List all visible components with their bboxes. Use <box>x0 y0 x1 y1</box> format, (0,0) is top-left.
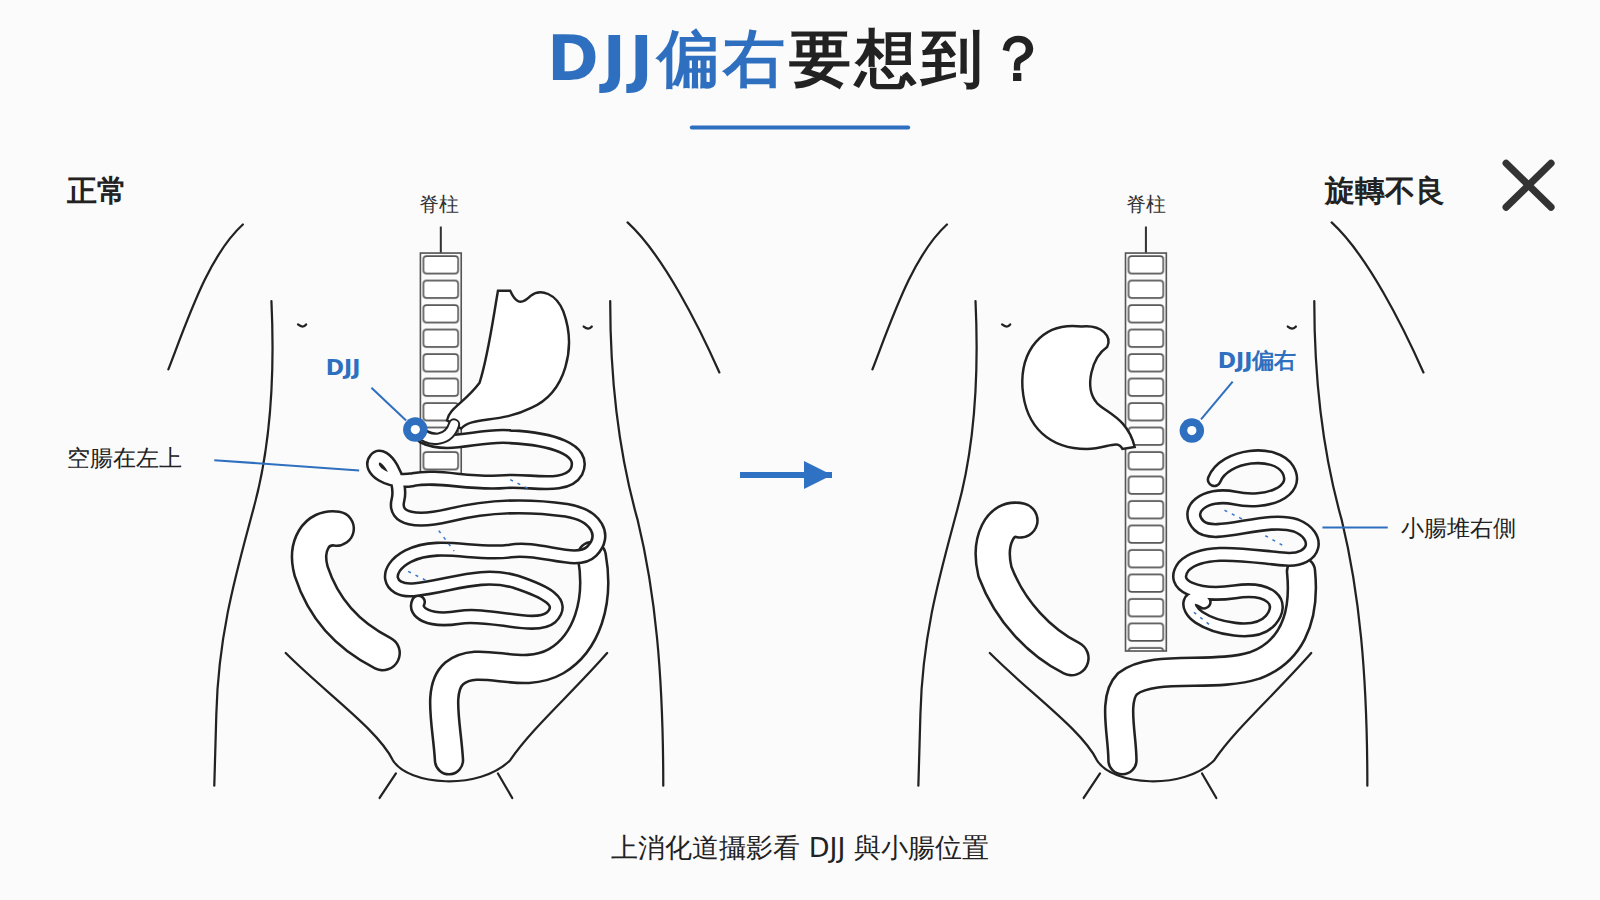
panel-figure: 正常 <box>40 165 740 785</box>
panel-heading: 正常 <box>67 171 127 212</box>
anatomy-label: 脊柱 <box>1126 191 1166 218</box>
callout-label: 小腸堆右側 <box>1401 513 1516 544</box>
normal-anatomy <box>214 227 599 761</box>
body-outline <box>168 222 719 798</box>
caption: 上消化道攝影看 DJJ 與小腸位置 <box>611 830 989 866</box>
page-title: DJJ偏右要想到？ <box>547 22 1053 96</box>
panel-heading: 旋轉不良 <box>1325 171 1445 212</box>
marker-label: DJJ <box>326 355 361 380</box>
body-outline <box>872 222 1423 798</box>
callout-label: 空腸在左上 <box>67 443 182 474</box>
marker-label: DJJ偏右 <box>1218 346 1297 376</box>
anatomy-label: 脊柱 <box>419 191 459 218</box>
panel-figure: 旋轉不良 <box>832 165 1560 785</box>
malrotation-anatomy <box>993 163 1551 760</box>
title-underline <box>692 126 908 130</box>
flow-arrow <box>740 472 832 478</box>
